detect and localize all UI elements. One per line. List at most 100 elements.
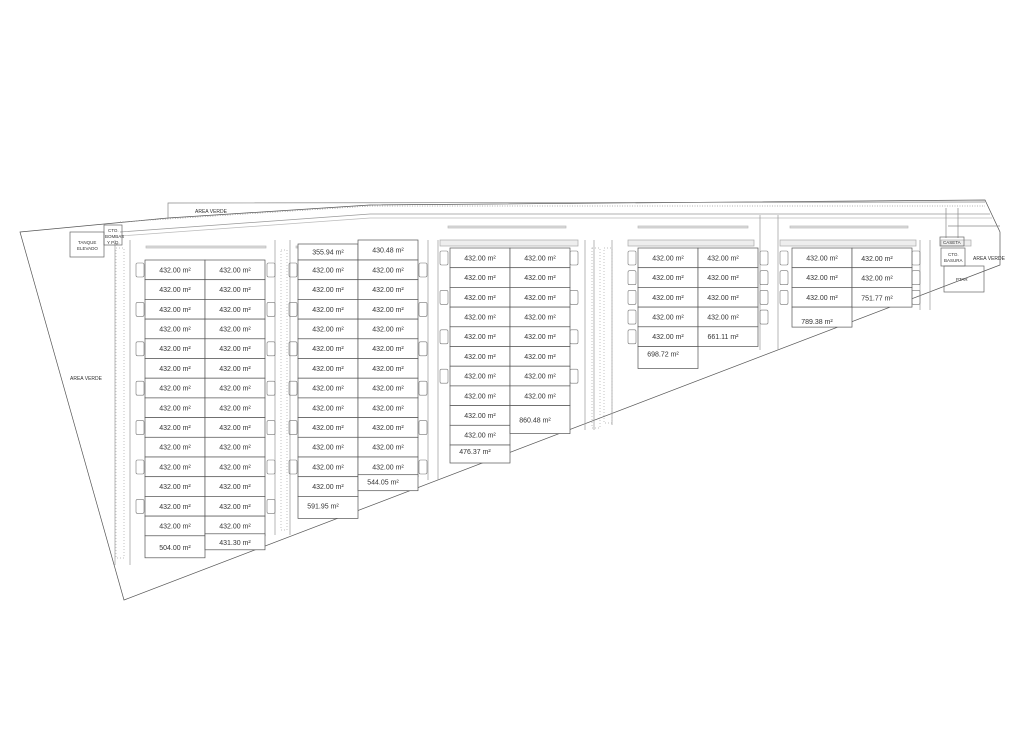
lot-b3-r1-b[interactable]: 432.00 m² <box>509 267 571 288</box>
lot-b1-r9-b[interactable]: 432.00 m² <box>204 436 266 458</box>
lot-b1-r5-a[interactable]: 432.00 m² <box>144 358 206 379</box>
lot-b2-r1-a[interactable]: 432.00 m² <box>297 279 359 300</box>
lot-b2-r3-a[interactable]: 432.00 m² <box>297 318 359 340</box>
lot-b2-r1-b[interactable]: 432.00 m² <box>357 279 419 300</box>
lot-b1-r3-a[interactable]: 432.00 m² <box>144 318 206 340</box>
lot-b3-r3-b[interactable]: 432.00 m² <box>509 306 571 328</box>
lot-b5-last[interactable]: 789.38 m² <box>791 306 853 328</box>
lot-b4-r2-b[interactable]: 432.00 m² <box>697 287 759 308</box>
lot-b1-r6-b[interactable]: 432.00 m² <box>204 377 266 399</box>
lot-b2-r5-b[interactable]: 432.00 m² <box>357 358 419 379</box>
lot-b1-r7-b[interactable]: 432.00 m² <box>204 397 266 418</box>
lot-b5-r0-b[interactable]: 432.00 m² <box>851 247 913 269</box>
lot-b5-r0-a[interactable]: 432.00 m² <box>791 247 853 269</box>
lot-b1-last-b[interactable]: 431.30 m² <box>204 533 266 551</box>
lot-b3-r1-a[interactable]: 432.00 m² <box>449 267 511 288</box>
lot-b1-r5-b[interactable]: 432.00 m² <box>204 358 266 379</box>
lot-b2-r6-a[interactable]: 432.00 m² <box>297 377 359 399</box>
lot-b1-r8-a[interactable]: 432.00 m² <box>144 417 206 438</box>
lot-b2-r2-a[interactable]: 432.00 m² <box>297 299 359 320</box>
lot-area-label: 432.00 m² <box>464 393 496 400</box>
lot-b3-r6-b[interactable]: 432.00 m² <box>509 365 571 387</box>
lot-b4-r3-a[interactable]: 432.00 m² <box>637 306 699 328</box>
lot-b4-r2-a[interactable]: 432.00 m² <box>637 287 699 308</box>
lot-b2-r6-b[interactable]: 432.00 m² <box>357 377 419 399</box>
lot-b3-r6-a[interactable]: 432.00 m² <box>449 365 511 387</box>
lot-b1-r3-b[interactable]: 432.00 m² <box>204 318 266 340</box>
lot-b1-r11-b[interactable]: 432.00 m² <box>204 476 266 497</box>
lot-b2-r9-a[interactable]: 432.00 m² <box>297 436 359 458</box>
lot-b3-extra-1[interactable]: 432.00 m² <box>449 405 511 426</box>
lot-b3-r2-b[interactable]: 432.00 m² <box>509 287 571 308</box>
lot-b5-r2-a[interactable]: 432.00 m² <box>791 287 853 308</box>
lot-b3-r2-a[interactable]: 432.00 m² <box>449 287 511 308</box>
lot-b3-r4-b[interactable]: 432.00 m² <box>509 326 571 347</box>
lot-b4-r3-b[interactable]: 432.00 m² <box>697 306 759 328</box>
lot-b2-r5-a[interactable]: 432.00 m² <box>297 358 359 379</box>
lot-b3-r7-b[interactable]: 432.00 m² <box>509 385 571 406</box>
lot-b1-r2-a[interactable]: 432.00 m² <box>144 299 206 320</box>
lot-b3-r5-a[interactable]: 432.00 m² <box>449 346 511 367</box>
lot-b1-r4-a[interactable]: 432.00 m² <box>144 338 206 359</box>
lot-b1-r12-a[interactable]: 432.00 m² <box>144 496 206 517</box>
lot-b4-r1-a[interactable]: 432.00 m² <box>637 267 699 288</box>
lot-b2-r4-a[interactable]: 432.00 m² <box>297 338 359 359</box>
lot-b1-r7-a[interactable]: 432.00 m² <box>144 397 206 418</box>
lot-area-label: 432.00 m² <box>219 326 251 333</box>
lot-b3-r0-a[interactable]: 432.00 m² <box>449 247 511 269</box>
lot-b1-r11-a[interactable]: 432.00 m² <box>144 476 206 497</box>
area-verde-right-label: AREA VERDE <box>973 256 1006 262</box>
lot-b2-r7-a[interactable]: 432.00 m² <box>297 397 359 418</box>
lot-b1-r8-b[interactable]: 432.00 m² <box>204 417 266 438</box>
lot-b2-last-a[interactable]: 591.95 m² <box>297 496 359 519</box>
lot-b3-r7-a[interactable]: 432.00 m² <box>449 385 511 406</box>
lot-b1-r2-b[interactable]: 432.00 m² <box>204 299 266 320</box>
lot-b5-r2-b[interactable]: 751.77 m² <box>851 287 913 308</box>
lot-b4-r4-b[interactable]: 661.11 m² <box>697 326 759 347</box>
lot-b1-r9-a[interactable]: 432.00 m² <box>144 436 206 458</box>
lot-b2-r10-a[interactable]: 432.00 m² <box>297 456 359 478</box>
lot-b3-r3-a[interactable]: 432.00 m² <box>449 306 511 328</box>
lot-area-label: 698.72 m² <box>647 352 679 359</box>
lot-b1-r1-b[interactable]: 432.00 m² <box>204 279 266 300</box>
lot-b4-r0-a[interactable]: 432.00 m² <box>637 247 699 269</box>
lot-b2-r7-b[interactable]: 432.00 m² <box>357 397 419 418</box>
lot-b2-first-b[interactable]: 430.48 m² <box>357 239 419 261</box>
lot-b3-r4-a[interactable]: 432.00 m² <box>449 326 511 347</box>
lot-b2-r8-a[interactable]: 432.00 m² <box>297 417 359 438</box>
lot-b1-r10-b[interactable]: 432.00 m² <box>204 456 266 478</box>
lot-b4-r4-a[interactable]: 432.00 m² <box>637 326 699 347</box>
lot-b1-last-a[interactable]: 504.00 m² <box>144 535 206 559</box>
lot-b2-r8-b[interactable]: 432.00 m² <box>357 417 419 438</box>
lot-b1-r0-a[interactable]: 432.00 m² <box>144 259 206 281</box>
lot-b2-extra-b[interactable]: 544.05 m² <box>357 474 419 492</box>
lot-b2-r3-b[interactable]: 432.00 m² <box>357 318 419 340</box>
lot-b2-r0-a[interactable]: 432.00 m² <box>297 259 359 281</box>
lot-b1-r6-a[interactable]: 432.00 m² <box>144 377 206 399</box>
lot-b3-r5-b[interactable]: 432.00 m² <box>509 346 571 367</box>
lot-b1-r12-b[interactable]: 432.00 m² <box>204 496 266 517</box>
lot-b4-r1-b[interactable]: 432.00 m² <box>697 267 759 288</box>
lot-b4-r0-b[interactable]: 432.00 m² <box>697 247 759 269</box>
parking-stall-icon <box>911 250 921 266</box>
lot-b1-r13-b[interactable]: 432.00 m² <box>204 515 266 537</box>
lot-b5-r1-b[interactable]: 432.00 m² <box>851 267 913 288</box>
lot-b2-r0-b[interactable]: 432.00 m² <box>357 259 419 281</box>
lot-b3-big[interactable]: 860.48 m² <box>509 405 571 434</box>
lot-b3-last[interactable]: 476.37 m² <box>449 444 511 464</box>
lot-b2-r2-b[interactable]: 432.00 m² <box>357 299 419 320</box>
lot-b1-r4-b[interactable]: 432.00 m² <box>204 338 266 359</box>
lot-b1-r10-a[interactable]: 432.00 m² <box>144 456 206 478</box>
lot-b2-extra-a[interactable]: 432.00 m² <box>297 476 359 497</box>
lot-b2-r4-b[interactable]: 432.00 m² <box>357 338 419 359</box>
lot-b1-r1-a[interactable]: 432.00 m² <box>144 279 206 300</box>
lot-b1-r13-a[interactable]: 432.00 m² <box>144 515 206 537</box>
lot-b2-r9-b[interactable]: 432.00 m² <box>357 436 419 458</box>
lot-b2-r10-b[interactable]: 432.00 m² <box>357 456 419 478</box>
lot-b3-r0-b[interactable]: 432.00 m² <box>509 247 571 269</box>
lot-b4-last[interactable]: 698.72 m² <box>637 346 699 369</box>
lot-b3-extra-2[interactable]: 432.00 m² <box>449 424 511 446</box>
lot-b2-first-a[interactable]: 355.94 m² <box>297 243 359 261</box>
lot-b5-r1-a[interactable]: 432.00 m² <box>791 267 853 288</box>
lot-b1-r0-b[interactable]: 432.00 m² <box>204 259 266 281</box>
